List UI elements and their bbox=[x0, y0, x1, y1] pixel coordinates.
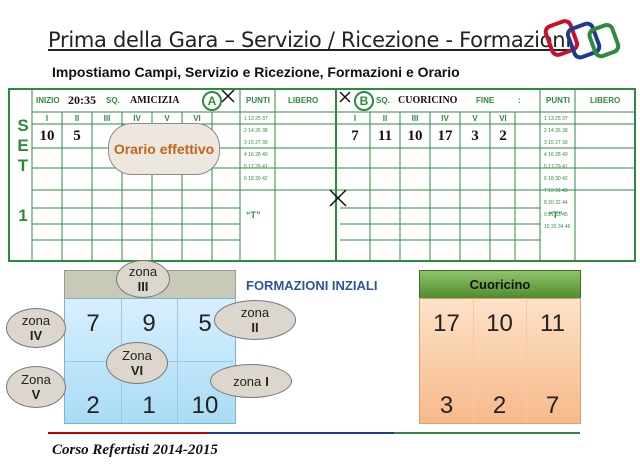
zone-word: zona bbox=[21, 313, 51, 328]
zone-callout-5: Zona V bbox=[6, 366, 66, 408]
svg-text:9 21 33 45: 9 21 33 45 bbox=[544, 212, 568, 218]
zone-number: I bbox=[265, 373, 269, 389]
svg-text:1 13 25 37: 1 13 25 37 bbox=[244, 116, 268, 122]
zone-callout-6: Zona VI bbox=[106, 342, 168, 384]
zone-callout-1: zona I bbox=[210, 364, 292, 398]
formation-cell: 3 bbox=[420, 361, 474, 423]
zone-number: III bbox=[137, 279, 149, 294]
start-player-cell[interactable]: 5 bbox=[73, 128, 81, 144]
set-number: 1 bbox=[18, 206, 28, 225]
rotation-label: III bbox=[103, 114, 111, 123]
formation-cell: 7 bbox=[65, 299, 122, 362]
footer-text: Corso Refertisti 2014-2015 bbox=[52, 442, 218, 458]
sq-label-b: SQ. bbox=[376, 96, 390, 105]
start-player-cell[interactable]: 11 bbox=[377, 128, 393, 144]
zone-callout-4: zona IV bbox=[6, 308, 66, 348]
zone-number: V bbox=[31, 387, 41, 402]
page-subtitle: Impostiamo Campi, Servizio e Ricezione, … bbox=[52, 64, 460, 80]
timeout-label-b: “T” bbox=[548, 210, 563, 220]
svg-text:4 16 28 40: 4 16 28 40 bbox=[244, 152, 268, 158]
timeout-label-a: “T” bbox=[246, 210, 261, 220]
set-letter: S bbox=[17, 116, 29, 135]
zone-callout-2: zona II bbox=[214, 300, 296, 340]
zone-number: IV bbox=[29, 328, 43, 343]
libero-label-b: LIBERO bbox=[590, 96, 621, 105]
federation-logo bbox=[543, 19, 621, 60]
svg-text:2 14 26 38: 2 14 26 38 bbox=[244, 128, 268, 134]
start-player-cell[interactable]: 7 bbox=[351, 128, 359, 144]
svg-text:1 13 25 37: 1 13 25 37 bbox=[544, 116, 568, 122]
team-b-formation: 17 10 11 3 2 7 bbox=[419, 298, 581, 424]
set-letter: T bbox=[17, 156, 29, 175]
svg-text:5 17 29 41: 5 17 29 41 bbox=[544, 164, 568, 170]
team-b-header: Cuoricino bbox=[419, 270, 581, 300]
formation-cell: 11 bbox=[526, 299, 579, 362]
rotation-label: III bbox=[411, 114, 419, 123]
start-player-cell[interactable]: 3 bbox=[471, 128, 479, 144]
svg-text:4 16 28 40: 4 16 28 40 bbox=[544, 152, 568, 158]
formation-cell: 2 bbox=[473, 361, 527, 423]
rotation-label: IV bbox=[441, 114, 449, 123]
punti-label-b: PUNTI bbox=[546, 96, 570, 105]
svg-text:6 18 30 42: 6 18 30 42 bbox=[544, 176, 568, 182]
page-title: Prima della Gara – Servizio / Ricezione … bbox=[48, 28, 571, 52]
team-a-name-field[interactable]: AMICIZIA bbox=[130, 95, 180, 106]
zone-callout-3: zona III bbox=[116, 260, 170, 298]
rotation-label: II bbox=[382, 114, 388, 123]
formation-cell: 10 bbox=[473, 299, 527, 362]
punti-label-a: PUNTI bbox=[246, 96, 270, 105]
team-b-name-field[interactable]: CUORICINO bbox=[398, 95, 458, 106]
zone-word: Zona bbox=[21, 372, 51, 387]
zone-word: zona bbox=[128, 264, 158, 279]
zone-number: VI bbox=[130, 363, 144, 378]
rotation-label: VI bbox=[193, 114, 201, 123]
start-player-cell[interactable]: 10 bbox=[407, 128, 423, 144]
zone-word: zona bbox=[233, 373, 262, 389]
rotation-label: I bbox=[353, 114, 357, 123]
orario-callout: Orario effettivo bbox=[108, 123, 220, 175]
zone-number: II bbox=[251, 320, 259, 335]
formation-cell: 17 bbox=[420, 299, 474, 362]
inizio-label: INIZIO bbox=[36, 96, 60, 105]
team-a-letter: A bbox=[202, 91, 222, 111]
start-player-cell[interactable]: 17 bbox=[437, 128, 453, 144]
formation-cell: 7 bbox=[545, 392, 560, 419]
fine-separator: : bbox=[518, 96, 521, 105]
rotation-label: I bbox=[45, 114, 49, 123]
svg-text:2 14 26 38: 2 14 26 38 bbox=[544, 128, 568, 134]
inizio-time[interactable]: 20:35 bbox=[68, 93, 96, 107]
svg-text:5 17 29 41: 5 17 29 41 bbox=[244, 164, 268, 170]
formation-cell: 1 bbox=[121, 361, 178, 423]
zone-word: zona bbox=[240, 305, 270, 320]
svg-text:3 15 27 39: 3 15 27 39 bbox=[544, 140, 568, 146]
formation-cell: 10 bbox=[191, 392, 219, 419]
set-column: S E T 1 bbox=[8, 88, 36, 258]
team-b-letter: B bbox=[354, 91, 374, 111]
formations-title: FORMAZIONI INZIALI bbox=[246, 278, 378, 293]
fine-label: FINE bbox=[476, 96, 495, 105]
svg-text:7 19 31 43: 7 19 31 43 bbox=[544, 188, 568, 194]
rotation-label: V bbox=[164, 114, 170, 123]
libero-label-a: LIBERO bbox=[288, 96, 319, 105]
rotation-label: IV bbox=[133, 114, 141, 123]
formation-cell: 2 bbox=[65, 361, 122, 423]
start-player-cell[interactable]: 2 bbox=[499, 128, 507, 144]
start-player-cell[interactable]: 10 bbox=[39, 128, 55, 144]
svg-text:10 22 34 46: 10 22 34 46 bbox=[544, 224, 571, 230]
zone-word: Zona bbox=[122, 348, 152, 363]
scoresheet: 1 13 25 37 2 14 26 38 3 15 27 39 4 16 28 4… bbox=[8, 88, 636, 262]
footer-divider bbox=[48, 432, 580, 434]
sq-label-a: SQ. bbox=[106, 96, 120, 105]
scoresheet-grid: 1 13 25 37 2 14 26 38 3 15 27 39 4 16 28 4… bbox=[31, 90, 634, 260]
svg-text:8 20 32 44: 8 20 32 44 bbox=[544, 200, 568, 206]
rotation-label: VI bbox=[499, 114, 507, 123]
rotation-label: V bbox=[472, 114, 478, 123]
svg-text:3 15 27 39: 3 15 27 39 bbox=[244, 140, 268, 146]
set-letter: E bbox=[17, 136, 29, 155]
rotation-label: II bbox=[74, 114, 80, 123]
svg-text:6 18 30 42: 6 18 30 42 bbox=[244, 176, 268, 182]
formation-cell: 5 bbox=[177, 299, 233, 362]
